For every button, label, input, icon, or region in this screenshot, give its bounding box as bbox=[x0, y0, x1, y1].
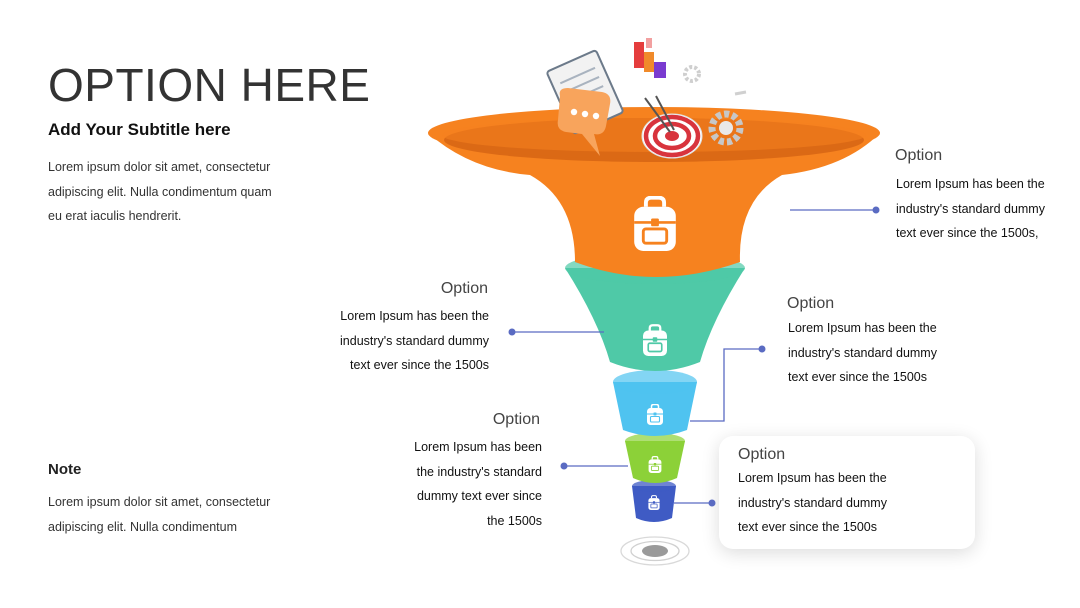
ground-ripple-icon bbox=[620, 536, 690, 566]
target-icon bbox=[641, 95, 703, 159]
option-3-text: Lorem Ipsum has been the industry's stan… bbox=[788, 321, 937, 384]
note-title: Note bbox=[48, 461, 82, 478]
page-subtitle: Add Your Subtitle here bbox=[48, 120, 231, 139]
option-1-text: Lorem Ipsum has been the industry's stan… bbox=[896, 177, 1045, 240]
option-2-text: Lorem Ipsum has been the industry's stan… bbox=[340, 309, 489, 372]
connector-option-3 bbox=[690, 345, 766, 422]
option-5-heading: Option bbox=[738, 446, 786, 463]
option-5-text: Lorem Ipsum has been the industry's stan… bbox=[738, 471, 887, 534]
note-paragraph: Lorem ipsum dolor sit amet, consectetur … bbox=[48, 495, 271, 534]
connector-option-4 bbox=[560, 462, 628, 470]
option-4-text: Lorem Ipsum has been the industry's stan… bbox=[414, 440, 542, 528]
gear-icon bbox=[683, 65, 747, 146]
bar-chart-icon bbox=[634, 38, 666, 78]
option-4-heading: Option bbox=[492, 411, 540, 428]
funnel-stage-3 bbox=[613, 370, 697, 436]
chat-bubble-icon bbox=[557, 88, 611, 156]
connector-option-2 bbox=[508, 328, 604, 336]
connector-option-1 bbox=[790, 206, 880, 214]
connector-option-5 bbox=[674, 499, 716, 507]
page-title: OPTION HERE bbox=[48, 59, 371, 111]
option-3-heading: Option bbox=[787, 295, 835, 312]
option-card bbox=[719, 436, 975, 549]
funnel-stage-4 bbox=[625, 433, 685, 483]
intro-paragraph: Lorem ipsum dolor sit amet, consectetur … bbox=[48, 160, 272, 223]
funnel-stage-5 bbox=[632, 480, 676, 522]
option-1-heading: Option bbox=[895, 147, 943, 164]
option-2-heading: Option bbox=[440, 280, 488, 297]
